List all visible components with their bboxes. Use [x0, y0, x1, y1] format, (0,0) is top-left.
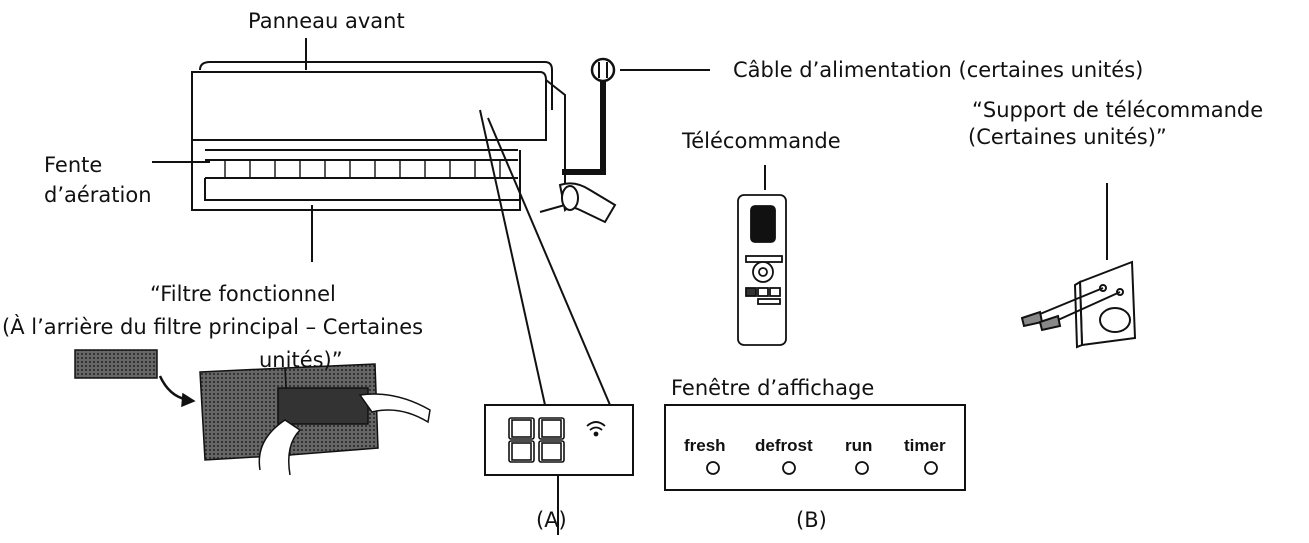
- indoor-unit: [191, 61, 566, 213]
- filter-label-line2: (À l’arrière du filtre principal – Certa…: [2, 315, 424, 339]
- filter-label-line1: “Filtre fonctionnel: [150, 282, 336, 306]
- indicator-label-fresh: fresh: [684, 436, 726, 455]
- indicator-label-defrost: defrost: [755, 436, 813, 455]
- indicator-label-timer: timer: [904, 436, 946, 455]
- leader-lines: [152, 38, 1108, 535]
- drain-hose: [558, 182, 617, 224]
- remote-holder-label-line2: (Certaines unités)”: [968, 125, 1167, 149]
- wifi-icon: [586, 421, 606, 437]
- functional-filter: [74, 349, 431, 476]
- display-window-label: Fenêtre d’affichage: [671, 376, 875, 400]
- power-cable-label: Câble d’alimentation (certaines unités): [733, 58, 1144, 82]
- remote-holder: [1020, 260, 1137, 349]
- remote-holder-label-line1: “Support de télécommande: [972, 98, 1264, 122]
- display-a-frame: [484, 404, 634, 476]
- front-panel-label: Panneau avant: [248, 9, 405, 33]
- air-vent-label-line2: d’aération: [44, 183, 152, 207]
- panel-b-label: (B): [796, 508, 827, 532]
- remote-control: [737, 194, 787, 346]
- filter-label-line3: unités)”: [259, 348, 343, 372]
- remote-label: Télécommande: [682, 129, 841, 153]
- panel-a-label: (A): [536, 508, 567, 532]
- power-cable: [562, 57, 710, 175]
- indicator-leds: [706, 461, 938, 475]
- indicator-label-run: run: [845, 436, 873, 455]
- seven-segment-digits: [508, 417, 565, 463]
- display-b-frame: [664, 404, 966, 491]
- air-vent-label-line1: Fente: [44, 153, 103, 177]
